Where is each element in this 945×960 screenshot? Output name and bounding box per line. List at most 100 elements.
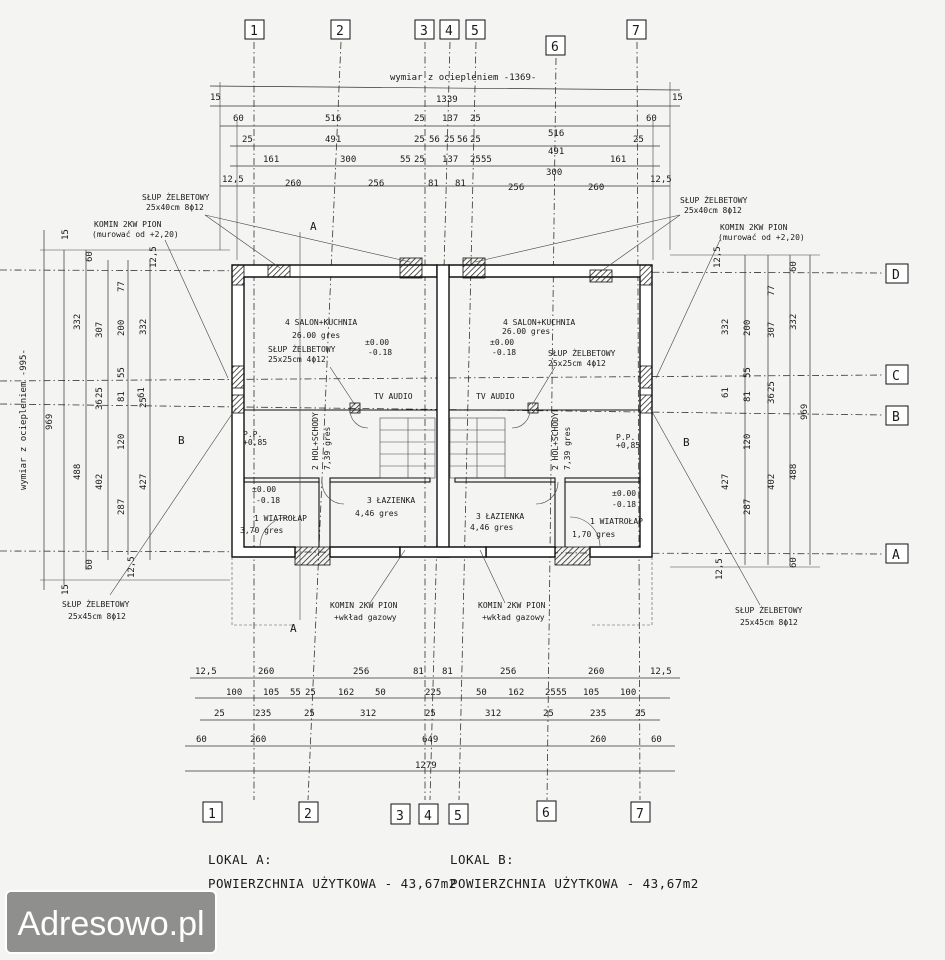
dim-text: 235 [590,709,606,719]
slup-top-right-title: SŁUP ŻELBETOWY [680,195,748,205]
annotations: SŁUP ŻELBETOWY 25x40cm 8ϕ12 SŁUP ŻELBETO… [62,192,805,635]
dim-text: 137 [442,114,458,124]
dim-text: 25 [635,709,646,719]
dim-text: 15 [672,93,683,103]
leader-lines [109,214,761,606]
dim-text: 77 [117,281,127,292]
dim-text: 55 [481,155,492,165]
dim-text: 25 [767,381,777,392]
axis-label: 7 [636,807,644,822]
dim-text: 25 [470,114,481,124]
axis-label: D [892,268,900,283]
dim-overall-insulated-top: wymiar z ociepleniem -1369- [390,73,536,83]
dim-text: 332 [73,314,83,330]
lokal-a-area: POWIERZCHNIA UŻYTKOWA - 43,67m2 [208,876,457,891]
dim-text: 15 [61,229,71,240]
level-salon-b-zero: ±0.00 [490,338,514,347]
axis-label: 6 [551,40,559,55]
dim-text: 12,5 [650,175,672,185]
top-dim-texts: wymiar z ociepleniem -1369- 1339 15 60 5… [210,73,683,193]
dim-text: 60 [789,261,799,272]
axis-label: 5 [454,809,462,824]
dim-overall-top: 1339 [436,95,458,105]
dim-text: 25 [214,709,225,719]
dim-text: 12,5 [195,667,217,677]
lokal-a-label: LOKAL A: [208,852,273,867]
dim-text: 25 [470,135,481,145]
dim-text: 312 [360,709,376,719]
dim-text: 402 [95,474,105,490]
room-hol-b-area: 7,39 gres [563,426,572,470]
pp-right-level: +0,85 [616,441,640,450]
dim-text: 12,5 [650,667,672,677]
komin-gaz-right-note: +wkład gazowy [482,613,545,622]
dim-text: 25 [545,688,556,698]
dim-text: 60 [646,114,657,124]
slup-bot-left-spec: 25x45cm 8ϕ12 [68,612,126,621]
room-lazienka-a-name: 3 ŁAZIENKA [367,496,415,505]
dim-text: 200 [743,320,753,336]
dim-text: 287 [743,499,753,515]
room-lazienka-a-area: 4,46 gres [355,509,399,518]
bottom-dimension-lines [185,677,680,772]
slup-top-left-title: SŁUP ŻELBETOWY [142,192,210,202]
dim-text: 100 [226,688,242,698]
dim-text: 61 [137,387,147,398]
dim-text: 260 [588,183,604,193]
dim-text: 105 [583,688,599,698]
dim-text: 307 [95,322,105,338]
dim-text: 427 [139,474,149,490]
dim-text: 36 [95,399,105,410]
room-labels: 4 SALON+KUCHNIA 26.00 gres 4 SALON+KUCHN… [240,318,643,539]
dim-text: 332 [721,319,731,335]
tv-audio-right: TV AUDIO [476,392,515,401]
dim-text: 287 [117,499,127,515]
dim-text: 55 [290,688,301,698]
dim-overall-bottom: 1279 [415,761,437,771]
bottom-axis-labels: 1 2 3 4 5 6 7 [202,800,651,825]
dim-text: 25 [414,135,425,145]
komin-right-note: (murować od +2,20) [718,232,805,242]
dim-text: 50 [375,688,386,698]
lokal-b-label: LOKAL B: [450,852,515,867]
dim-text: 25 [304,709,315,719]
room-salon-a-area: 26.00 gres [292,331,340,340]
right-axis-labels: D C B A [885,263,909,564]
dim-text: 25 [425,709,436,719]
komin-gaz-right-title: KOMIN 2KW PION [478,601,546,610]
dim-text: 225 [425,688,441,698]
axis-label: 2 [336,24,344,39]
section-a-bottom: A [290,622,297,635]
room-hol-a-area: 7,39 gres [323,426,332,470]
dim-text: 81 [428,179,439,189]
room-lazienka-b-area: 4,46 gres [470,523,514,532]
level-salon-a-zero: ±0.00 [365,338,389,347]
level-wiatrolap-a-zero: ±0.00 [252,485,276,494]
dim-text: 81 [413,667,424,677]
dim-text: 81 [455,179,466,189]
slup-bot-left-title: SŁUP ŻELBETOWY [62,599,130,609]
horizontal-axis-lines [0,269,885,555]
dim-text: 260 [250,735,266,745]
slup-bot-right-title: SŁUP ŻELBETOWY [735,605,803,615]
dim-text: 300 [546,168,562,178]
left-dim-texts: wymiar z ociepleniem -995- 969 15 60 12,… [19,229,159,595]
slup-mid-left-title: SŁUP ŻELBETOWY [268,344,336,354]
pp-right: P.P. [616,433,635,442]
room-wiatrolap-b-name: 1 WIATROŁAP [590,517,643,526]
dim-text: 55 [117,367,127,378]
axis-label: 4 [445,24,453,39]
dim-text: 60 [233,114,244,124]
dim-text: 161 [263,155,279,165]
dim-text: 25 [305,688,316,698]
axis-label: B [892,410,900,425]
brand-watermark: Adresowo.pl [5,890,217,954]
dim-text: 60 [196,735,207,745]
slup-mid-left-spec: 25x25cm 4ϕ12 [268,355,326,364]
left-dimension-lines [40,230,230,590]
dim-text: 491 [325,135,341,145]
dim-text: 12,5 [149,246,159,268]
dim-text: 81 [743,391,753,402]
dim-text: 200 [117,320,127,336]
dim-text: 332 [139,319,149,335]
